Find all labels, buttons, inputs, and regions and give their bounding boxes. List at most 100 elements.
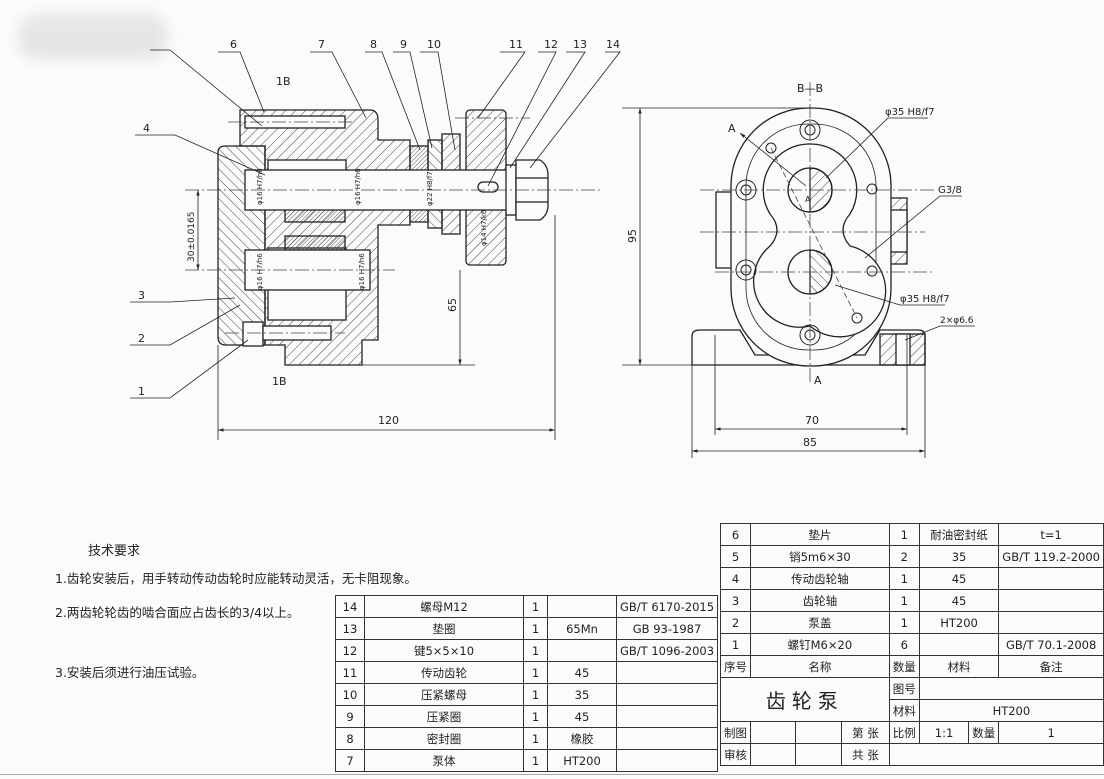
- part-material: 45: [547, 705, 617, 728]
- balloon-11: 11: [509, 38, 523, 51]
- tech-requirement-3: 3.安装后须进行油压试验。: [55, 665, 205, 680]
- part-number: 1: [720, 633, 751, 656]
- section-mark-a-top: A: [728, 122, 736, 135]
- part-quantity: 1: [888, 611, 920, 634]
- drawn-label: 制图: [720, 721, 751, 744]
- part-note: GB/T 119.2-2000: [998, 545, 1104, 568]
- balloon-12: 12: [544, 38, 558, 51]
- part-quantity: 2: [888, 545, 920, 568]
- view-title: B—B: [797, 82, 823, 95]
- dim-85: 85: [803, 436, 817, 449]
- sheet-label: 第 张: [841, 721, 890, 744]
- balloon-8: 8: [370, 38, 377, 51]
- part-number: 4: [720, 567, 751, 590]
- fit-16d: φ16 H7/h6: [358, 253, 366, 290]
- dim-70: 70: [805, 414, 819, 427]
- part-name: 密封圈: [364, 727, 524, 750]
- part-number: 8: [335, 727, 365, 750]
- material-label: 材料: [888, 699, 920, 722]
- drawing-no-value: [918, 677, 1104, 700]
- company-cell: [888, 743, 1104, 766]
- page-edge: [0, 774, 1104, 775]
- gear-cavity: [752, 143, 887, 338]
- part-quantity: 1: [523, 749, 548, 772]
- part-material: HT200: [547, 749, 617, 772]
- part-quantity: 1: [888, 589, 920, 612]
- part-name: 泵盖: [750, 611, 890, 634]
- fit-14: φ14 H7/k6: [480, 209, 488, 246]
- part-note: [615, 727, 719, 750]
- part-note: GB/T 1096-2003: [615, 639, 719, 662]
- bolt-circle: [745, 123, 877, 351]
- fit-16a: φ16 H7/h6: [256, 168, 264, 205]
- header-no: 序号: [720, 655, 751, 678]
- fit-35-top: φ35 H8/f7: [885, 107, 935, 118]
- part-number: 12: [335, 639, 365, 662]
- scale-value: 1:1: [918, 721, 970, 744]
- section-mark-a-center: A: [805, 195, 811, 204]
- part-name: 螺母M12: [364, 595, 524, 618]
- balloon-14: 14: [606, 38, 620, 51]
- hole-spec: 2×φ6.6: [940, 316, 974, 326]
- part-material: 耐油密封纸: [918, 523, 1000, 546]
- part-quantity: 1: [523, 683, 548, 706]
- drawn-name: [749, 721, 797, 744]
- part-name: 齿轮轴: [750, 589, 890, 612]
- part-material: 45: [547, 661, 617, 684]
- scale-label: 比例: [888, 721, 920, 744]
- blurred-region: [18, 14, 168, 60]
- drawing-no-label: 图号: [888, 677, 920, 700]
- balloon-1: 1: [138, 385, 145, 398]
- part-name: 键5×5×10: [364, 639, 524, 662]
- dim-95: 95: [626, 229, 639, 243]
- left-view-labels: 6 7 8 9 10 11 12 13 14 4 3 2 1 1B 1B 120…: [138, 38, 620, 427]
- dim-center-distance: 30±0.0165: [187, 212, 197, 262]
- part-name: 传动齿轮轴: [750, 567, 890, 590]
- part-material: 65Mn: [547, 617, 617, 640]
- balloon-4: 4: [143, 122, 150, 135]
- part-material: [918, 633, 1000, 656]
- part-name: 垫片: [750, 523, 890, 546]
- part-note: [615, 749, 719, 772]
- part-quantity: 1: [523, 639, 548, 662]
- part-note: GB/T 6170-2015: [615, 595, 719, 618]
- part-quantity: 1: [888, 523, 920, 546]
- part-number: 11: [335, 661, 365, 684]
- section-mark-bottom: 1B: [272, 375, 287, 388]
- fit-35-bottom: φ35 H8/f7: [900, 294, 950, 305]
- part-note: [615, 705, 719, 728]
- key-slot: [477, 181, 499, 193]
- part-quantity: 6: [888, 633, 920, 656]
- section-mark-a-bottom: A: [814, 374, 822, 387]
- tech-requirement-2: 2.两齿轮轮齿的啮合面应占齿长的3/4以上。: [55, 605, 300, 620]
- header-note: 备注: [998, 655, 1104, 678]
- drawing-title: 齿轮泵: [720, 677, 890, 722]
- part-quantity: 1: [523, 595, 548, 618]
- section-mark-top: 1B: [276, 75, 291, 88]
- part-note: [998, 589, 1104, 612]
- part-name: 泵体: [364, 749, 524, 772]
- total-label: 共 张: [841, 743, 890, 766]
- part-number: 7: [335, 749, 365, 772]
- checked-label: 审核: [720, 743, 751, 766]
- part-quantity: 1: [888, 567, 920, 590]
- balloon-6: 6: [230, 38, 237, 51]
- fit-22: φ22 H8/f7: [426, 171, 434, 206]
- part-quantity: 1: [523, 705, 548, 728]
- part-material: 45: [918, 567, 1000, 590]
- port-thread: G3/8: [938, 185, 962, 196]
- right-view-labels: B—B A A A φ35 H8/f7 G3/8 φ35 H8/f7 2×φ6.…: [626, 82, 974, 449]
- qty-label: 数量: [968, 721, 1000, 744]
- part-note: GB 93-1987: [615, 617, 719, 640]
- header-name: 名称: [750, 655, 890, 678]
